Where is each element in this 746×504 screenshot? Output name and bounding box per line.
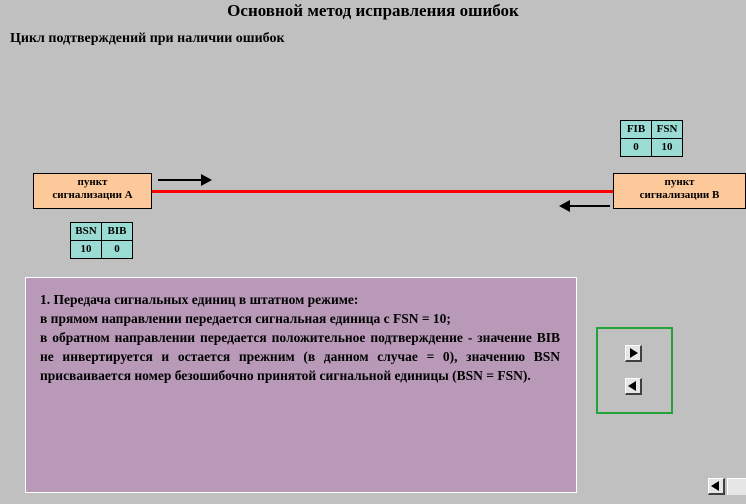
next-step-button[interactable]: [625, 345, 642, 362]
point-a-label-line1: пункт: [77, 176, 108, 188]
fib-header: FIB: [620, 120, 652, 139]
fsn-header: FSN: [651, 120, 683, 139]
back-slide-button[interactable]: [708, 478, 725, 495]
bsn-bib-table: BSN BIB 10 0: [70, 222, 133, 259]
previous-step-button[interactable]: [625, 378, 642, 395]
explanation-panel: 1. Передача сигнальных единиц в штатном …: [25, 277, 577, 493]
play-left-icon: [711, 481, 719, 491]
bsn-value: 10: [70, 240, 102, 259]
explanation-backward: в обратном направлении передается положи…: [40, 330, 560, 383]
backward-arrow-icon: [559, 200, 610, 212]
point-b-label-line1: пункт: [664, 176, 695, 188]
signaling-point-a: пункт сигнализации А: [33, 173, 152, 209]
play-left-icon: [628, 381, 636, 391]
explanation-forward: в прямом направлении передается сигнальн…: [40, 311, 451, 326]
bib-header: BIB: [101, 222, 133, 241]
play-right-icon: [630, 348, 638, 358]
slide-subtitle: Цикл подтверждений при наличии ошибок: [10, 31, 285, 46]
fib-value: 0: [620, 138, 652, 157]
signaling-point-b: пункт сигнализации В: [613, 173, 746, 209]
point-a-label-line2: сигнализации А: [52, 189, 133, 201]
fib-fsn-table: FIB FSN 0 10: [620, 120, 683, 157]
slide-title: Основной метод исправления ошибок: [227, 1, 519, 20]
fsn-value: 10: [651, 138, 683, 157]
forward-arrow-icon: [158, 174, 212, 186]
step-navigation-box: [596, 327, 673, 414]
bsn-header: BSN: [70, 222, 102, 241]
forward-slide-button[interactable]: [727, 478, 746, 495]
point-b-label-line2: сигнализации В: [639, 189, 720, 201]
explanation-heading: 1. Передача сигнальных единиц в штатном …: [40, 292, 359, 307]
signaling-link-line: [152, 190, 613, 193]
bib-value: 0: [101, 240, 133, 259]
